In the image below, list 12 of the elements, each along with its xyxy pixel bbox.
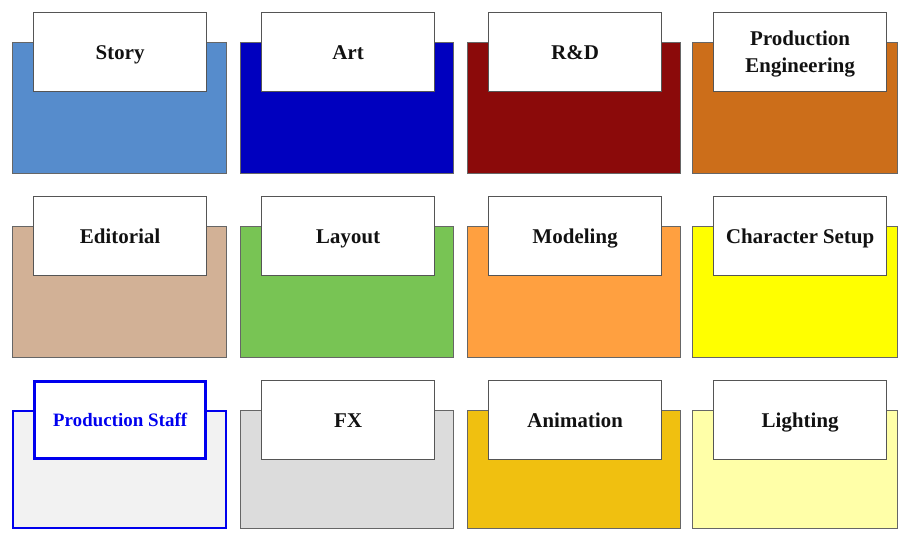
tab-label: Production Staff xyxy=(33,380,207,460)
tab-label: Character Setup xyxy=(713,196,887,276)
tab-label: Modeling xyxy=(488,196,662,276)
tab-label: Art xyxy=(261,12,435,92)
tab-label: Animation xyxy=(488,380,662,460)
tab-label: Story xyxy=(33,12,207,92)
tab-label: FX xyxy=(261,380,435,460)
tab-label: R&D xyxy=(488,12,662,92)
tab-label: Editorial xyxy=(33,196,207,276)
tab-label: Production Engineering xyxy=(713,12,887,92)
tab-label: Lighting xyxy=(713,380,887,460)
tab-label: Layout xyxy=(261,196,435,276)
